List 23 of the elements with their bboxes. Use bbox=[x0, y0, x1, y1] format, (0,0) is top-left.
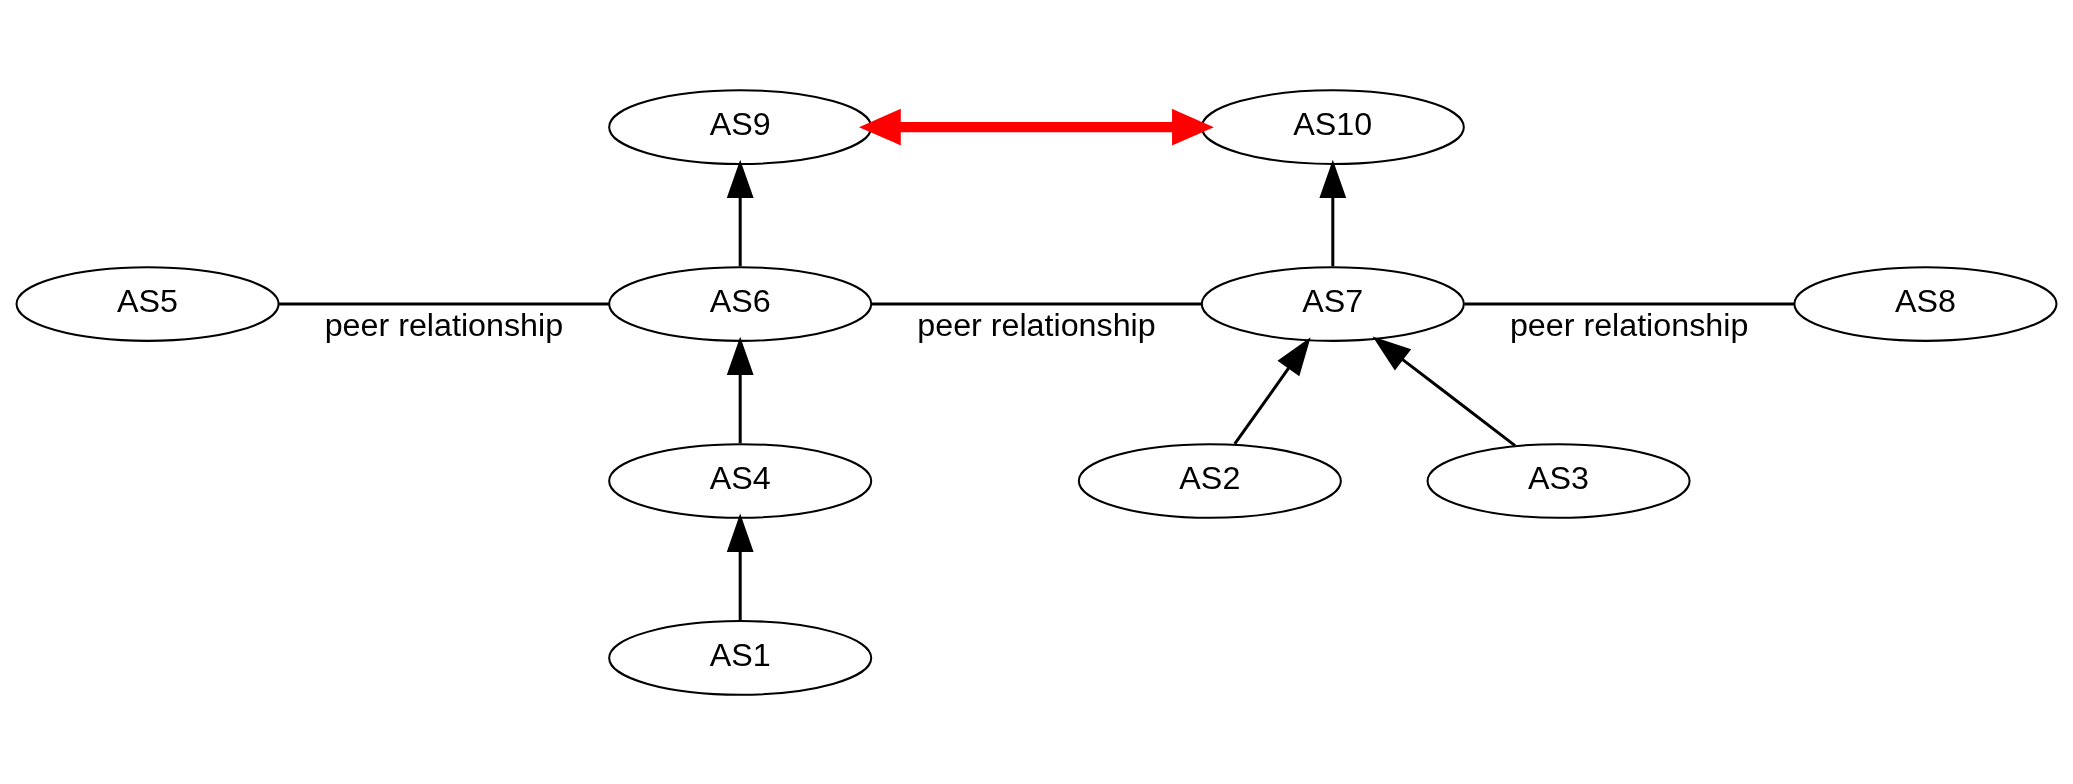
connector bbox=[1464, 302, 1795, 306]
arrow bbox=[726, 159, 754, 266]
connector bbox=[279, 302, 610, 306]
connector bbox=[871, 302, 1202, 306]
arrow bbox=[1372, 336, 1516, 447]
node-ellipse: AS10 bbox=[1200, 88, 1465, 165]
node-ellipse: AS4 bbox=[608, 442, 873, 519]
node-ellipse: AS2 bbox=[1077, 442, 1342, 519]
node-ellipse: AS3 bbox=[1426, 442, 1691, 519]
edge-label: peer relationship bbox=[917, 306, 1156, 343]
arrow bbox=[858, 108, 1214, 145]
node-ellipse: AS6 bbox=[608, 265, 873, 342]
arrow bbox=[1233, 336, 1311, 445]
edge-label: peer relationship bbox=[324, 306, 564, 343]
arrow bbox=[726, 513, 754, 620]
arrow bbox=[1319, 159, 1347, 266]
node-ellipse: AS9 bbox=[608, 88, 873, 165]
arrow bbox=[726, 336, 754, 443]
node-ellipse: AS1 bbox=[608, 619, 873, 696]
node-ellipse: AS5 bbox=[15, 265, 280, 342]
node-ellipse: AS8 bbox=[1793, 265, 2058, 342]
node-ellipse: AS7 bbox=[1200, 265, 1465, 342]
edge-label: peer relationship bbox=[1509, 306, 1749, 343]
